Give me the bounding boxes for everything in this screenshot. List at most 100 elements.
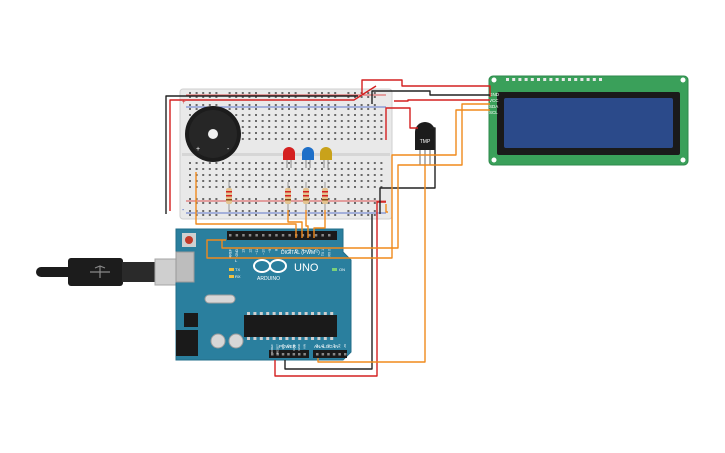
rail-hole[interactable] bbox=[235, 198, 238, 200]
rail-hole[interactable] bbox=[248, 96, 251, 98]
breadboard-hole[interactable] bbox=[268, 180, 271, 182]
rail-hole[interactable] bbox=[202, 202, 205, 204]
breadboard-hole[interactable] bbox=[373, 186, 376, 188]
rail-hole[interactable] bbox=[202, 92, 205, 94]
breadboard-hole[interactable] bbox=[255, 174, 257, 176]
breadboard-hole[interactable] bbox=[294, 126, 297, 128]
rail-hole[interactable] bbox=[241, 104, 244, 106]
breadboard-hole[interactable] bbox=[294, 186, 297, 188]
breadboard-hole[interactable] bbox=[294, 114, 297, 116]
rail-hole[interactable] bbox=[268, 198, 271, 200]
breadboard-hole[interactable] bbox=[235, 114, 238, 116]
breadboard-hole[interactable] bbox=[288, 168, 290, 170]
breadboard-hole[interactable] bbox=[274, 114, 277, 116]
analog-pin[interactable] bbox=[327, 353, 330, 356]
rail-hole[interactable] bbox=[235, 104, 238, 106]
breadboard-hole[interactable] bbox=[347, 186, 350, 188]
rail-hole[interactable] bbox=[327, 210, 330, 212]
rail-hole[interactable] bbox=[354, 210, 356, 212]
rail-hole[interactable] bbox=[274, 210, 277, 212]
digital-pin[interactable] bbox=[262, 234, 265, 237]
breadboard-hole[interactable] bbox=[294, 132, 297, 134]
rail-hole[interactable] bbox=[202, 214, 205, 216]
analog-pin[interactable] bbox=[316, 353, 319, 356]
rail-hole[interactable] bbox=[307, 96, 310, 98]
lcd-module[interactable] bbox=[488, 75, 689, 166]
breadboard-hole[interactable] bbox=[241, 126, 244, 128]
breadboard-hole[interactable] bbox=[327, 114, 330, 116]
rail-hole[interactable] bbox=[314, 92, 317, 94]
power-pin[interactable] bbox=[271, 353, 274, 356]
breadboard-hole[interactable] bbox=[294, 138, 297, 140]
breadboard-hole[interactable] bbox=[340, 186, 343, 188]
rail-hole[interactable] bbox=[235, 202, 238, 204]
rail-hole[interactable] bbox=[294, 214, 297, 216]
rail-hole[interactable] bbox=[195, 108, 198, 110]
breadboard-hole[interactable] bbox=[288, 186, 290, 188]
rail-hole[interactable] bbox=[241, 96, 244, 98]
rail-hole[interactable] bbox=[327, 104, 330, 106]
breadboard-hole[interactable] bbox=[241, 168, 244, 170]
rail-hole[interactable] bbox=[314, 108, 317, 110]
rail-hole[interactable] bbox=[347, 96, 350, 98]
breadboard-hole[interactable] bbox=[314, 120, 317, 122]
rail-hole[interactable] bbox=[307, 104, 310, 106]
breadboard-hole[interactable] bbox=[347, 126, 350, 128]
temperature-sensor[interactable] bbox=[415, 122, 435, 165]
breadboard-hole[interactable] bbox=[208, 168, 211, 170]
rail-hole[interactable] bbox=[360, 210, 363, 212]
breadboard-hole[interactable] bbox=[367, 126, 370, 128]
breadboard-hole[interactable] bbox=[340, 114, 343, 116]
rail-hole[interactable] bbox=[347, 214, 350, 216]
breadboard-hole[interactable] bbox=[301, 114, 304, 116]
rail-hole[interactable] bbox=[281, 198, 284, 200]
breadboard-hole[interactable] bbox=[268, 168, 271, 170]
breadboard-hole[interactable] bbox=[301, 132, 304, 134]
rail-hole[interactable] bbox=[215, 92, 218, 94]
breadboard-hole[interactable] bbox=[281, 120, 284, 122]
breadboard-hole[interactable] bbox=[228, 174, 231, 176]
breadboard-hole[interactable] bbox=[314, 168, 317, 170]
rail-hole[interactable] bbox=[367, 92, 370, 94]
breadboard-hole[interactable] bbox=[274, 174, 277, 176]
breadboard-hole[interactable] bbox=[367, 168, 370, 170]
breadboard-hole[interactable] bbox=[360, 132, 363, 134]
rail-hole[interactable] bbox=[248, 214, 251, 216]
breadboard-hole[interactable] bbox=[274, 138, 277, 140]
breadboard-hole[interactable] bbox=[380, 132, 383, 134]
rail-hole[interactable] bbox=[307, 108, 310, 110]
breadboard-hole[interactable] bbox=[340, 162, 343, 164]
digital-pin[interactable] bbox=[328, 234, 331, 237]
rail-hole[interactable] bbox=[307, 92, 310, 94]
breadboard-hole[interactable] bbox=[367, 162, 370, 164]
breadboard-hole[interactable] bbox=[367, 132, 370, 134]
rail-hole[interactable] bbox=[294, 96, 297, 98]
rail-hole[interactable] bbox=[255, 96, 257, 98]
rail-hole[interactable] bbox=[195, 104, 198, 106]
rail-hole[interactable] bbox=[281, 214, 284, 216]
breadboard-hole[interactable] bbox=[261, 186, 264, 188]
breadboard-hole[interactable] bbox=[327, 120, 330, 122]
breadboard-hole[interactable] bbox=[380, 174, 383, 176]
breadboard-hole[interactable] bbox=[241, 186, 244, 188]
rail-hole[interactable] bbox=[268, 108, 271, 110]
breadboard-hole[interactable] bbox=[202, 180, 205, 182]
breadboard-hole[interactable] bbox=[261, 168, 264, 170]
breadboard-hole[interactable] bbox=[321, 186, 323, 188]
rail-hole[interactable] bbox=[208, 214, 211, 216]
breadboard-hole[interactable] bbox=[373, 168, 376, 170]
breadboard-hole[interactable] bbox=[301, 174, 304, 176]
rail-hole[interactable] bbox=[281, 210, 284, 212]
breadboard-hole[interactable] bbox=[380, 126, 383, 128]
breadboard-hole[interactable] bbox=[222, 168, 224, 170]
breadboard-hole[interactable] bbox=[347, 174, 350, 176]
breadboard-hole[interactable] bbox=[281, 114, 284, 116]
breadboard-hole[interactable] bbox=[334, 138, 337, 140]
breadboard-hole[interactable] bbox=[215, 174, 218, 176]
breadboard-hole[interactable] bbox=[268, 114, 271, 116]
rail-hole[interactable] bbox=[367, 104, 370, 106]
breadboard-hole[interactable] bbox=[215, 180, 218, 182]
rail-hole[interactable] bbox=[215, 104, 218, 106]
breadboard-hole[interactable] bbox=[321, 132, 323, 134]
breadboard-hole[interactable] bbox=[307, 168, 310, 170]
